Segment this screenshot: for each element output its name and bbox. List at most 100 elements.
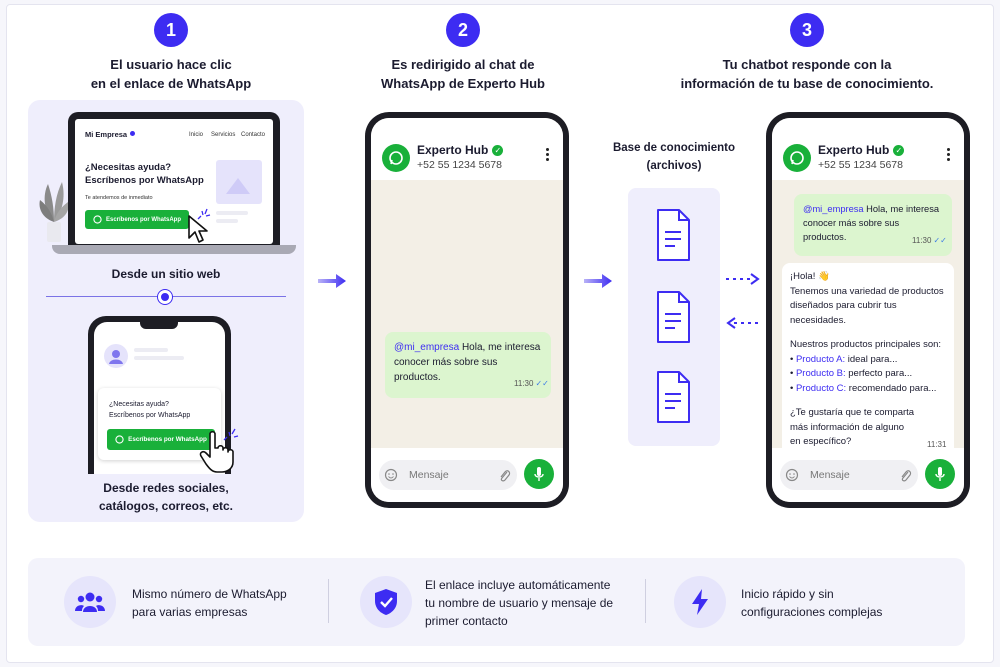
message-text: Hola, me interesa [459,342,541,353]
bot-question-line: en específico? [790,436,852,447]
emoji-icon[interactable] [785,468,799,482]
chat-header: Experto Hub✓ +52 55 1234 5678 [772,118,964,180]
mic-icon [534,467,544,481]
arrow-right-icon [318,274,346,288]
dashed-arrow-left-icon [726,317,760,329]
message-text-line2: conocer más sobre sus productos. [394,357,498,383]
social-caption: Desde redes sociales, catálogos, correos… [98,481,234,513]
features-bar [28,558,965,646]
chat-footer: Mensaje [772,448,964,502]
contact-phone: +52 55 1234 5678 [417,159,502,171]
verified-icon: ✓ [492,145,504,156]
whatsapp-icon [783,144,811,172]
message-input[interactable] [780,460,918,490]
more-options-icon[interactable] [947,148,951,163]
social-headline: ¿Necesitas ayuda? Escríbenos por WhatsAp… [109,401,191,419]
message-time: 11:30✓✓ [514,379,549,388]
chat-phone: Experto Hub✓ +52 55 1234 5678 @mi_empres… [365,112,569,508]
step-3-badge: 3 [790,13,824,47]
step-1-title-line1: El usuario hace clic [110,57,232,72]
site-nav-contacto[interactable]: Contacto [241,132,266,138]
small-phone-screen: ¿Necesitas ayuda? Escríbenos por WhatsAp… [94,322,225,474]
feature-separator [645,579,646,623]
phone-notch [140,322,178,329]
site-image-placeholder [216,160,262,204]
laptop: Mi Empresa Inicio Servicios Contacto ¿Ne… [68,112,280,247]
social-whatsapp-button[interactable]: Escríbenos por WhatsApp [107,429,215,450]
bot-reply-phone-screen: Experto Hub✓ +52 55 1234 5678 @mi_empres… [772,118,964,502]
site-nav-inicio[interactable]: Inicio [189,132,204,138]
placeholder-line [134,356,184,360]
attach-icon[interactable] [898,467,912,483]
placeholder-line [216,211,248,215]
placeholder-line [216,219,238,223]
document-icon [657,371,690,423]
laptop-screen: Mi Empresa Inicio Servicios Contacto ¿Ne… [75,119,273,244]
avatar [104,344,128,368]
feature-1-text: Mismo número de WhatsApp para varias emp… [132,587,287,619]
whatsapp-icon [93,215,102,224]
hand-pointer-icon [199,430,234,473]
user-message-bubble: @mi_empresa Hola, me interesa conocer má… [794,194,952,256]
message-text-line2: conocer más sobre sus productos. [803,218,900,242]
pointer-cursor-icon [188,215,208,243]
arrow-right-icon [584,274,612,288]
site-subtext: Te atendemos de inmediato [85,195,153,201]
chat-phone-screen: Experto Hub✓ +52 55 1234 5678 @mi_empres… [371,118,563,502]
mic-button[interactable] [925,459,955,489]
mention: @mi_empresa [803,204,864,214]
step-2-title: Es redirigido al chat de WhatsApp de Exp… [352,55,574,93]
message-placeholder: Mensaje [810,469,850,481]
step-2-badge: 2 [446,13,480,47]
more-options-icon[interactable] [546,148,550,163]
step-2-title-line1: Es redirigido al chat de [391,57,535,72]
feature-3-text: Inicio rápido y sin configuraciones comp… [741,587,883,619]
user-message-bubble: @mi_empresa Hola, me interesa conocer má… [385,332,551,398]
product-item: • Producto C: recomendado para... [790,382,937,394]
shield-check-icon [360,576,412,628]
image-icon [226,178,250,194]
dashed-arrow-right-icon [726,273,760,285]
product-item: • Producto A: ideal para... [790,353,898,365]
click-spark-icon [197,208,211,220]
website-caption: Desde un sitio web [111,267,221,281]
document-icon [657,291,690,343]
bot-reply-phone: Experto Hub✓ +52 55 1234 5678 @mi_empres… [766,112,970,508]
step-1-badge: 1 [154,13,188,47]
emoji-icon[interactable] [384,468,398,482]
bot-message-time: 11:31 [927,440,947,449]
mic-icon [935,467,945,481]
knowledge-base-label: Base de conocimiento (archivos) [612,142,736,172]
attach-icon[interactable] [497,467,511,483]
step-3-title-line2: información de tu base de conocimiento. [680,76,934,91]
read-ticks-icon: ✓✓ [933,236,947,245]
plant-icon [39,182,69,242]
lightning-icon [674,576,726,628]
site-whatsapp-button[interactable]: Escríbenos por WhatsApp [85,210,189,229]
feature-separator [328,579,329,623]
step-3-title: Tu chatbot responde con la información d… [677,55,937,93]
bot-question-line: ¿Te gustaría que te comparta [790,407,915,418]
step-3-title-line1: Tu chatbot responde con la [722,57,892,72]
chat-footer: Mensaje [371,448,563,502]
document-icon [657,209,690,261]
feature-2-text: El enlace incluye automáticamente tu nom… [425,578,614,628]
bot-text-line: diseñados para cubrir tus necesidades. [790,300,897,326]
message-placeholder: Mensaje [409,469,449,481]
social-card: ¿Necesitas ayuda? Escríbenos por WhatsAp… [98,388,221,460]
site-nav-servicios[interactable]: Servicios [211,132,236,138]
bot-greeting: ¡Hola! 👋 [790,271,830,282]
divider-dot [158,290,172,304]
chat-header: Experto Hub✓ +52 55 1234 5678 [371,118,563,180]
click-spark-icon [223,428,239,441]
message-input[interactable] [379,460,517,490]
whatsapp-icon [115,435,124,444]
message-text: Hola, me interesa [863,204,940,214]
step-1-title-line2: en el enlace de WhatsApp [90,76,252,91]
mic-button[interactable] [524,459,554,489]
contact-phone: +52 55 1234 5678 [818,159,903,171]
users-icon [64,576,116,628]
product-item: • Producto B: perfecto para... [790,368,913,379]
whatsapp-icon [382,144,410,172]
bot-text-line: Nuestros productos principales son: [790,339,942,350]
